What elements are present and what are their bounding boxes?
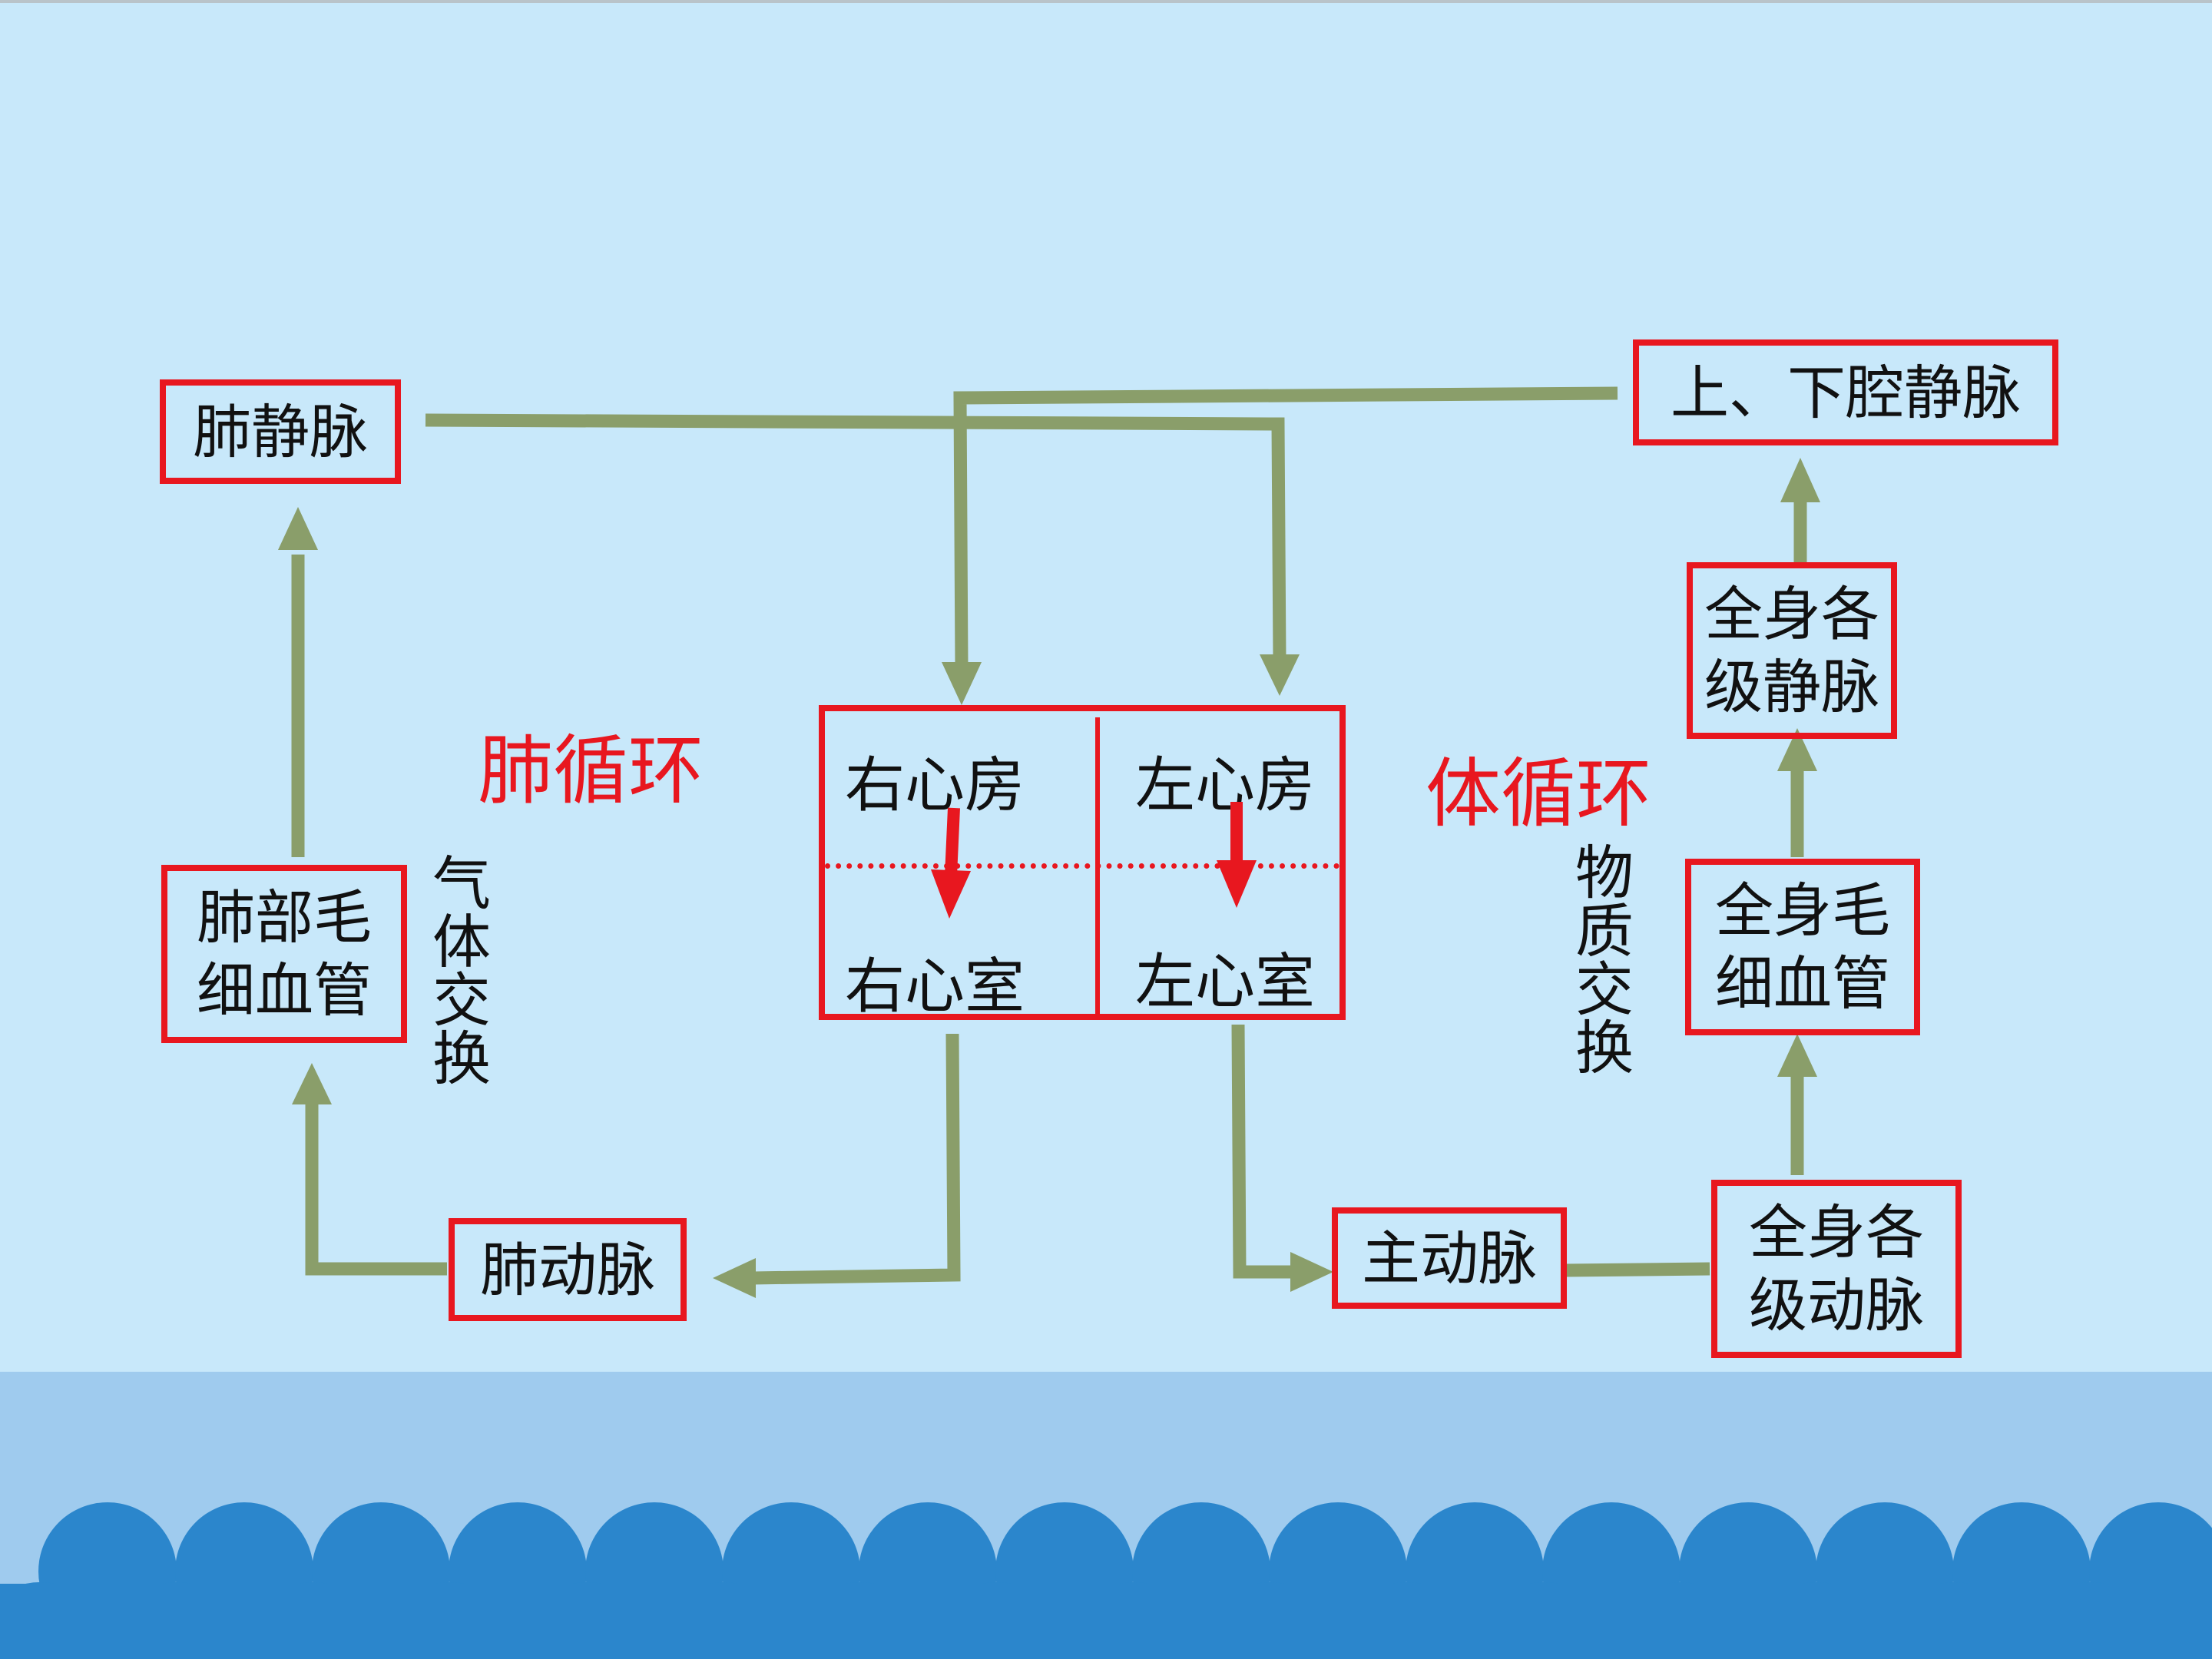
flow-arrow-icon	[1231, 1024, 1292, 1279]
wave-row-bottom	[0, 1582, 2212, 1659]
box-pulmonary-vein: 肺静脉	[160, 379, 401, 484]
valve-arrow-icon	[931, 807, 971, 919]
flow-arrow-icon	[942, 662, 982, 705]
flow-arrow-icon	[1777, 728, 1817, 771]
heart-valve-line	[825, 863, 1339, 869]
flow-arrow-icon	[953, 386, 1618, 667]
box-label: 上、下腔静脉	[1671, 358, 2021, 427]
flow-arrow-icon	[713, 1258, 756, 1298]
box-label: 主动脉	[1362, 1224, 1537, 1293]
right-atrium: 右心房	[845, 751, 1025, 820]
box-label: 肺静脉	[193, 397, 368, 466]
box-vena-cava: 上、下腔静脉	[1633, 339, 2058, 445]
box-aorta: 主动脉	[1332, 1207, 1567, 1309]
box-pulmonary-artery: 肺动脉	[449, 1218, 687, 1321]
box-label: 全身各级动脉	[1749, 1198, 1924, 1339]
box-label: 全身各级静脉	[1704, 580, 1879, 721]
box-label: 全身毛细血管	[1715, 876, 1890, 1018]
systemic-circulation-label: 体循环	[1426, 750, 1652, 838]
flow-arrow-icon	[1260, 654, 1300, 696]
gas-exchange-label: 气体交换	[422, 853, 491, 1086]
flow-arrow-icon	[1565, 1262, 1710, 1277]
top-border-line	[0, 0, 2212, 3]
wave-base	[0, 1584, 2212, 1659]
box-body-arteries: 全身各级动脉	[1711, 1180, 1962, 1358]
box-body-veins: 全身各级静脉	[1687, 562, 1897, 739]
box-label: 肺部毛细血管	[197, 883, 372, 1025]
flow-arrow-icon	[278, 507, 318, 550]
flow-arrow-icon	[1777, 1034, 1817, 1077]
valve-arrow-icon	[1217, 802, 1257, 908]
flow-arrow-icon	[1290, 1252, 1333, 1292]
flow-arrow-icon	[752, 1033, 961, 1285]
flow-arrow-icon	[1780, 458, 1820, 502]
pulmonary-circulation-label: 肺循环	[478, 727, 704, 815]
substance-exchange-label: 物质交换	[1565, 842, 1634, 1075]
flow-arrow-icon	[305, 1098, 447, 1276]
right-ventricle: 右心室	[845, 952, 1025, 1022]
flow-arrow-icon	[292, 1063, 332, 1104]
left-atrium: 左心房	[1135, 751, 1316, 820]
flow-arrow-icon	[425, 413, 1286, 661]
box-label: 肺动脉	[480, 1235, 655, 1304]
box-body-capillaries: 全身毛细血管	[1685, 859, 1920, 1035]
heart-diagram: 右心房 左心房 右心室 左心室	[819, 705, 1346, 1022]
box-lung-capillaries: 肺部毛细血管	[161, 865, 407, 1043]
left-ventricle: 左心室	[1135, 948, 1316, 1017]
